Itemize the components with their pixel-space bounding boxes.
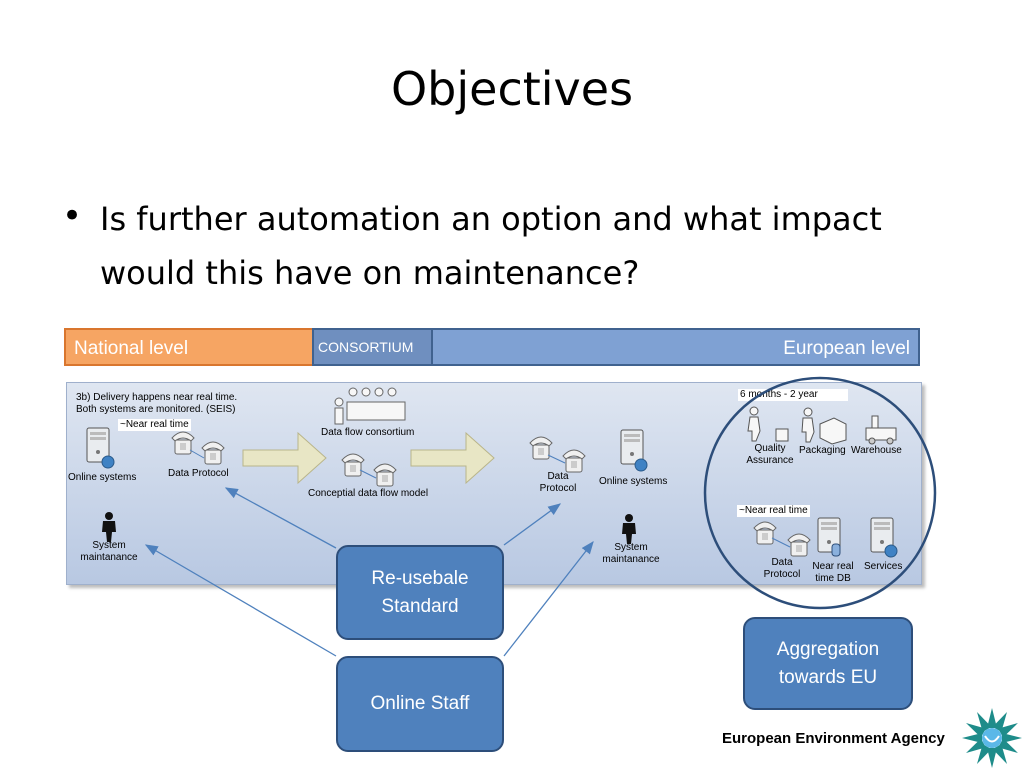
reusable-line2: Standard xyxy=(381,595,459,617)
arrow-reuse-to-data-protocol-left xyxy=(224,487,337,549)
globe-icon xyxy=(101,455,115,469)
aggregation-line2: towards EU xyxy=(778,666,878,688)
slide-title: Objectives xyxy=(390,62,634,116)
consortium-band: CONSORTIUM xyxy=(312,328,433,366)
system-maintenance-right-label: System maintanance xyxy=(597,542,665,566)
arrow-staff-to-maintenance-left xyxy=(144,544,337,657)
reusable-standard-box: Re-usebale Standard xyxy=(336,545,504,640)
panel-note-line2: Both systems are monitored. (SEIS) xyxy=(76,404,236,415)
conceptual-model-label: Conceptial data flow model xyxy=(308,488,429,499)
globe-icon xyxy=(884,544,898,558)
online-systems-right-label: Online systems xyxy=(599,476,668,487)
eea-logo-icon xyxy=(962,708,1022,768)
quality-line1: Quality xyxy=(754,443,786,454)
national-level-label: National level xyxy=(74,338,189,359)
aggregation-box: Aggregation towards EU xyxy=(743,617,913,710)
arrow-reuse-to-data-protocol-right xyxy=(503,503,562,546)
warehouse-icon xyxy=(865,415,897,445)
telephone-icon xyxy=(201,441,225,465)
telephone-icon xyxy=(373,463,397,487)
data-flow-consortium-label: Data flow consortium xyxy=(321,427,415,438)
telephone-icon xyxy=(753,521,777,545)
consortium-label: CONSORTIUM xyxy=(318,339,414,355)
flow-arrow-left xyxy=(242,431,327,485)
circle-data-protocol-label: Data Protocol xyxy=(757,557,807,581)
globe-icon xyxy=(634,458,648,472)
aggregation-line1: Aggregation xyxy=(776,638,880,660)
quality-assurance-label: Quality Assurance xyxy=(740,443,800,467)
online-staff-box: Online Staff xyxy=(336,656,504,752)
european-level-label: European level xyxy=(783,338,910,359)
data-protocol-right-line1: Data xyxy=(547,471,569,482)
data-protocol-right-line2: Protocol xyxy=(539,483,577,494)
data-protocol-right-label: Data Protocol xyxy=(530,471,586,495)
system-maintenance-left-label: System maintanance xyxy=(75,540,143,564)
system-maintenance-right-line2: maintanance xyxy=(602,554,660,565)
reusable-line1: Re-usebale xyxy=(371,567,469,589)
packaging-icon xyxy=(801,407,847,445)
warehouse-label: Warehouse xyxy=(851,445,902,456)
flow-arrow-right xyxy=(410,431,495,485)
online-systems-left-label: Online systems xyxy=(68,472,137,483)
telephone-icon xyxy=(562,449,586,473)
person-icon xyxy=(622,514,636,544)
aggregation-circle xyxy=(703,376,937,610)
online-staff-label: Online Staff xyxy=(370,693,470,714)
system-maintenance-left-line1: System xyxy=(92,540,126,551)
database-icon xyxy=(831,543,841,557)
circle-data-line1: Data xyxy=(771,557,793,568)
telephone-icon xyxy=(341,453,365,477)
arrow-staff-to-maintenance-right xyxy=(503,540,594,657)
circle-data-line2: Protocol xyxy=(763,569,801,580)
near-real-time-label-left: ~Near real time xyxy=(118,419,191,431)
nrt-db-line1: Near real xyxy=(812,561,854,572)
packaging-label: Packaging xyxy=(799,445,846,456)
eea-brand-name: European Environment Agency xyxy=(722,730,945,747)
panel-note-line1: 3b) Delivery happens near real time. xyxy=(76,392,238,403)
meeting-icon xyxy=(334,387,406,425)
data-protocol-left-label: Data Protocol xyxy=(168,468,229,479)
nrt-db-line2: time DB xyxy=(815,573,851,584)
near-real-time-db-label: Near real time DB xyxy=(807,561,859,585)
system-maintenance-left-line2: maintanance xyxy=(80,552,138,563)
bullet-text: Is further automation an option and what… xyxy=(100,200,882,292)
system-maintenance-right-line1: System xyxy=(614,542,648,553)
bullet-marker: • xyxy=(62,196,83,236)
person-icon xyxy=(102,512,116,542)
quality-line2: Assurance xyxy=(746,455,794,466)
telephone-icon xyxy=(787,533,811,557)
services-label: Services xyxy=(864,561,903,572)
quality-assurance-icon xyxy=(747,406,789,442)
national-level-band: National level xyxy=(64,328,314,366)
near-real-time-label-right: ~Near real time xyxy=(737,505,810,517)
